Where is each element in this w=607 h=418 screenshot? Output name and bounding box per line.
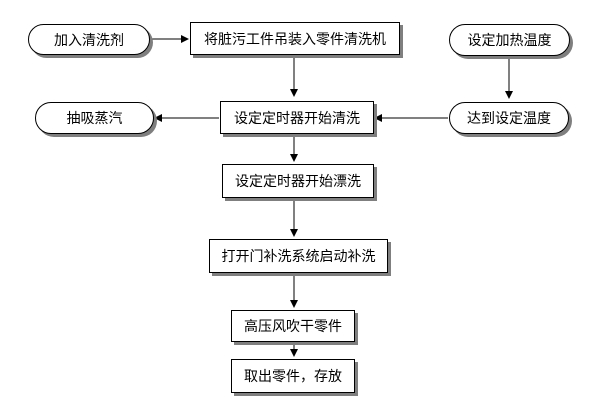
node-set-heating-temp: 设定加热温度: [449, 24, 570, 56]
node-blow-dry: 高压风吹干零件: [231, 310, 355, 342]
node-load-parts: 将脏污工件吊装入零件清洗机: [190, 22, 400, 55]
node-add-detergent: 加入清洗剂: [28, 24, 150, 55]
node-open-door: 打开门补洗系统启动补洗: [209, 239, 388, 273]
node-extract-steam: 抽吸蒸汽: [35, 102, 154, 134]
node-reach-temp: 达到设定温度: [449, 102, 569, 134]
node-take-out: 取出零件，存放: [231, 359, 355, 393]
node-timer-clean: 设定定时器开始清洗: [220, 101, 374, 134]
node-timer-rinse: 设定定时器开始漂洗: [222, 164, 374, 198]
